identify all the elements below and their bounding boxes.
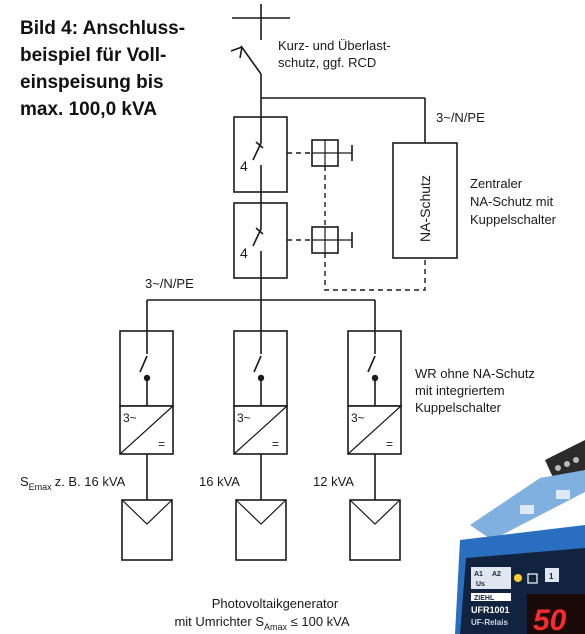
pv-label-sub: Amax bbox=[264, 622, 288, 632]
inverter-3-power-label: 12 kVA bbox=[313, 474, 354, 489]
title-line-1: Bild 4: Anschluss- bbox=[20, 18, 185, 39]
title-line-2: beispiel für Voll- bbox=[20, 45, 166, 66]
pv-label-suffix: ≤ 100 kVA bbox=[287, 614, 350, 629]
na-desc-line-2: NA-Schutz mit bbox=[470, 194, 553, 209]
protection-label-line-1: Kurz- und Überlast- bbox=[278, 38, 391, 53]
inverter-2-power-label: 16 kVA bbox=[199, 474, 240, 489]
switch-1-count: 4 bbox=[240, 158, 248, 174]
actuator-1 bbox=[287, 139, 353, 167]
inverter-3-diagonal bbox=[347, 405, 402, 455]
inverter-3: 3~ = bbox=[347, 300, 402, 561]
inverter-1-power: z. B. 16 kVA bbox=[55, 474, 126, 489]
main-breaker-mark bbox=[230, 46, 243, 52]
coupling-switch-2: 4 bbox=[233, 202, 288, 279]
device-terminal-top bbox=[545, 440, 585, 482]
device-top-tab-1 bbox=[520, 505, 534, 514]
device-display-value: 50 bbox=[533, 604, 567, 634]
title-line-3: einspeisung bis bbox=[20, 72, 164, 93]
inverter-2-diagonal bbox=[233, 405, 288, 455]
main-breaker-blade bbox=[240, 45, 262, 75]
inverter-1-s-symbol: S bbox=[20, 474, 29, 489]
inverter-1-blade bbox=[139, 355, 148, 373]
inverter-2-dc-symbol: = bbox=[272, 437, 279, 451]
device-screw-2 bbox=[564, 461, 570, 467]
pv-module-3 bbox=[349, 499, 401, 561]
pv-label-line-1: Photovoltaikgenerator bbox=[212, 596, 339, 611]
inverter-1-diagonal bbox=[119, 405, 174, 455]
device-display bbox=[527, 594, 585, 634]
inverter-3-dc-symbol: = bbox=[386, 437, 393, 451]
pv-label-line-2: mit Umrichter SAmax ≤ 100 kVA bbox=[174, 614, 349, 632]
na-schutz-box bbox=[392, 142, 458, 259]
pv-module-3-mark bbox=[349, 499, 401, 525]
control-dashed-return bbox=[324, 253, 426, 291]
coupling-switch-1: 4 bbox=[233, 116, 288, 193]
protection-label-line-2: schutz, ggf. RCD bbox=[278, 55, 376, 70]
na-desc-line-1: Zentraler bbox=[470, 176, 523, 191]
inverter-1-dc-symbol: = bbox=[158, 437, 165, 451]
inverter-2: 3~ = bbox=[233, 300, 288, 561]
device-model: UFR1001 bbox=[471, 605, 510, 615]
grid-connection bbox=[230, 4, 290, 117]
device-brand-plate bbox=[471, 593, 511, 601]
pv-module-1 bbox=[121, 499, 173, 561]
na-desc-line-3: Kuppelschalter bbox=[470, 212, 557, 227]
main-breaker-mark-2 bbox=[239, 46, 243, 59]
device-screw-1 bbox=[555, 465, 561, 471]
inverter-2-blade bbox=[253, 355, 262, 373]
device-top-tab-2 bbox=[556, 490, 570, 499]
device-terminal-plate bbox=[471, 567, 511, 589]
device-subtitle: UF-Relais bbox=[471, 618, 508, 627]
inverter-2-ac-symbol: 3~ bbox=[237, 411, 251, 425]
actuator-2 bbox=[287, 226, 353, 254]
device-lock-icon bbox=[527, 573, 538, 584]
figure-title: Bild 4: Anschluss- beispiel für Voll- ei… bbox=[20, 18, 185, 120]
switch-1-contact bbox=[255, 141, 264, 149]
pv-module-1-mark bbox=[121, 499, 173, 525]
pv-module-2-mark bbox=[235, 499, 287, 525]
pv-module-2 bbox=[235, 499, 287, 561]
device-brand: ZIEHL bbox=[474, 595, 495, 602]
device-port-plate bbox=[545, 568, 559, 582]
switch-2-count: 4 bbox=[240, 245, 248, 261]
na-schutz-label: NA-Schutz bbox=[417, 175, 433, 242]
bus-label-mid: 3~/N/PE bbox=[145, 276, 194, 291]
inverter-desc-line-3: Kuppelschalter bbox=[415, 400, 502, 415]
inverter-desc-line-1: WR ohne NA-Schutz bbox=[415, 366, 535, 381]
inverter-desc-line-2: mit integriertem bbox=[415, 383, 505, 398]
pv-label-prefix: mit Umrichter S bbox=[174, 614, 264, 629]
device-us: Us bbox=[476, 581, 485, 588]
device-a1: A1 bbox=[474, 571, 483, 578]
switch-2-contact bbox=[255, 227, 264, 235]
device-port: 1 bbox=[549, 572, 554, 581]
device-screw-3 bbox=[573, 457, 579, 463]
title-line-4: max. 100,0 kVA bbox=[20, 99, 157, 120]
device-a2: A2 bbox=[492, 571, 501, 578]
inverter-1-ac-symbol: 3~ bbox=[123, 411, 137, 425]
inverter-3-blade bbox=[367, 355, 376, 373]
ufr1001-device-illustration: A1 A2 Us 1 ZIEHL UFR1001 UF-Relais 50 bbox=[455, 440, 585, 634]
inverter-1: 3~ = bbox=[119, 300, 174, 561]
inverter-1-s-sub: Emax bbox=[29, 482, 53, 492]
inverter-3-ac-symbol: 3~ bbox=[351, 411, 365, 425]
device-led bbox=[514, 574, 522, 582]
bus-label-top: 3~/N/PE bbox=[436, 110, 485, 125]
